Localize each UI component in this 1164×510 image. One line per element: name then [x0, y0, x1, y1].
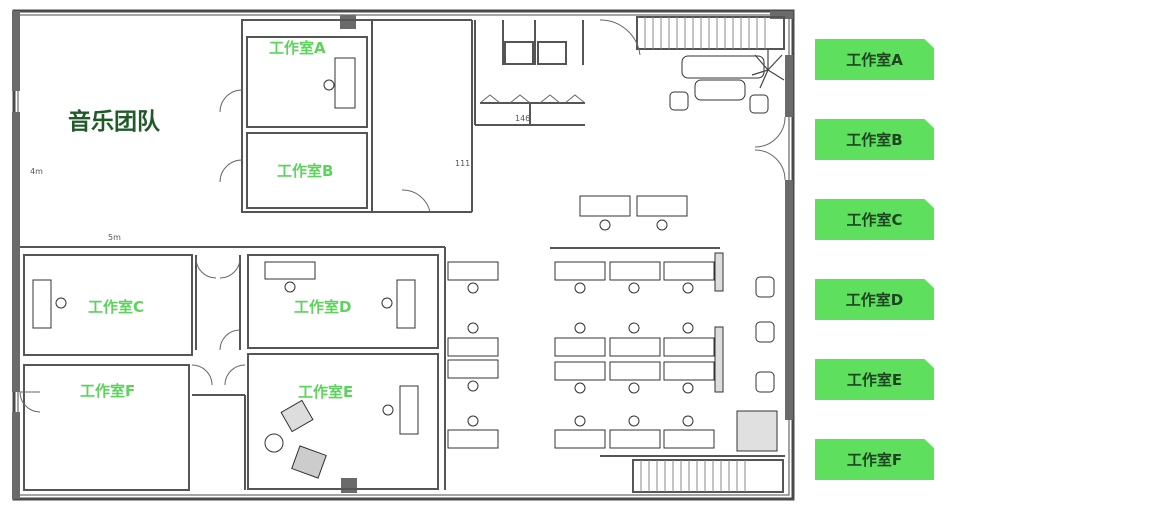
room-number-111: 111 — [455, 159, 470, 168]
legend-studio-d[interactable]: 工作室D — [815, 279, 934, 320]
legend-label: 工作室A — [846, 51, 903, 69]
legend-studio-f[interactable]: 工作室F — [815, 439, 934, 480]
legend-label: 工作室D — [845, 291, 904, 309]
legend-label: 工作室C — [846, 211, 903, 229]
room-label-d: 工作室D — [294, 298, 351, 316]
room-label-e: 工作室E — [298, 383, 353, 401]
plant-icon — [751, 50, 785, 89]
team-label: 音乐团队 — [68, 108, 161, 135]
dimension-height: 4m — [30, 167, 43, 176]
office-chairs — [55, 79, 694, 427]
dimension-width: 5m — [108, 233, 121, 242]
legend-studio-b[interactable]: 工作室B — [815, 119, 934, 160]
stairs — [640, 17, 766, 492]
room-label-f: 工作室F — [80, 382, 135, 400]
furniture — [32, 55, 778, 479]
room-label-c: 工作室C — [88, 298, 144, 316]
room-label-b: 工作室B — [277, 162, 333, 180]
interior-walls — [20, 16, 785, 493]
legend-label: 工作室E — [846, 371, 903, 389]
floor-plan: 音乐团队 工作室A 工作室B 工作室C 工作室D 工作室E 工作室F 4m 5m… — [12, 9, 795, 501]
room-number-146: 146 — [515, 114, 530, 123]
doors — [19, 19, 786, 413]
legend-label: 工作室F — [846, 451, 903, 469]
legend-label: 工作室B — [846, 131, 903, 149]
legend-studio-e[interactable]: 工作室E — [815, 359, 934, 400]
legend-studio-c[interactable]: 工作室C — [815, 199, 934, 240]
room-label-a: 工作室A — [269, 39, 326, 57]
wall-segments — [12, 11, 793, 499]
open-office-desks — [447, 195, 715, 449]
legend-studio-a[interactable]: 工作室A — [815, 39, 934, 80]
